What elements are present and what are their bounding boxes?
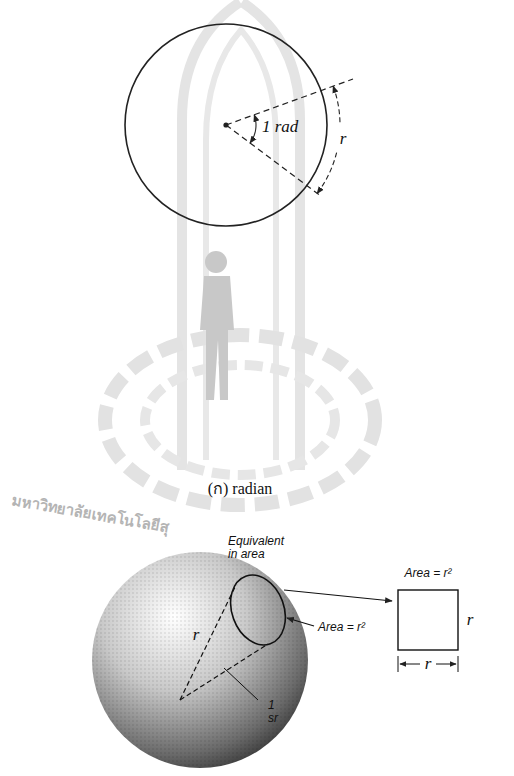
sphere-figure (90, 550, 392, 770)
side-length-label: r (423, 655, 434, 674)
radius-label: r (193, 626, 200, 645)
arc-length-label: r (338, 130, 349, 149)
area-label: Area = r² (318, 621, 365, 634)
figure-caption: (ก) radian (208, 480, 273, 498)
watermark-logo (105, 2, 375, 505)
radian-figure (125, 24, 353, 226)
area-label: Area = r² (404, 567, 451, 580)
solid-angle-label: 1 sr (268, 699, 284, 725)
angle-label: 1 rad (262, 118, 298, 137)
watermark-text: มหาวิทยาลัยเทคโนโลยีสุ (11, 492, 170, 536)
callout-label: Equivalent in area (228, 535, 296, 561)
side-length-label: r (467, 611, 474, 630)
